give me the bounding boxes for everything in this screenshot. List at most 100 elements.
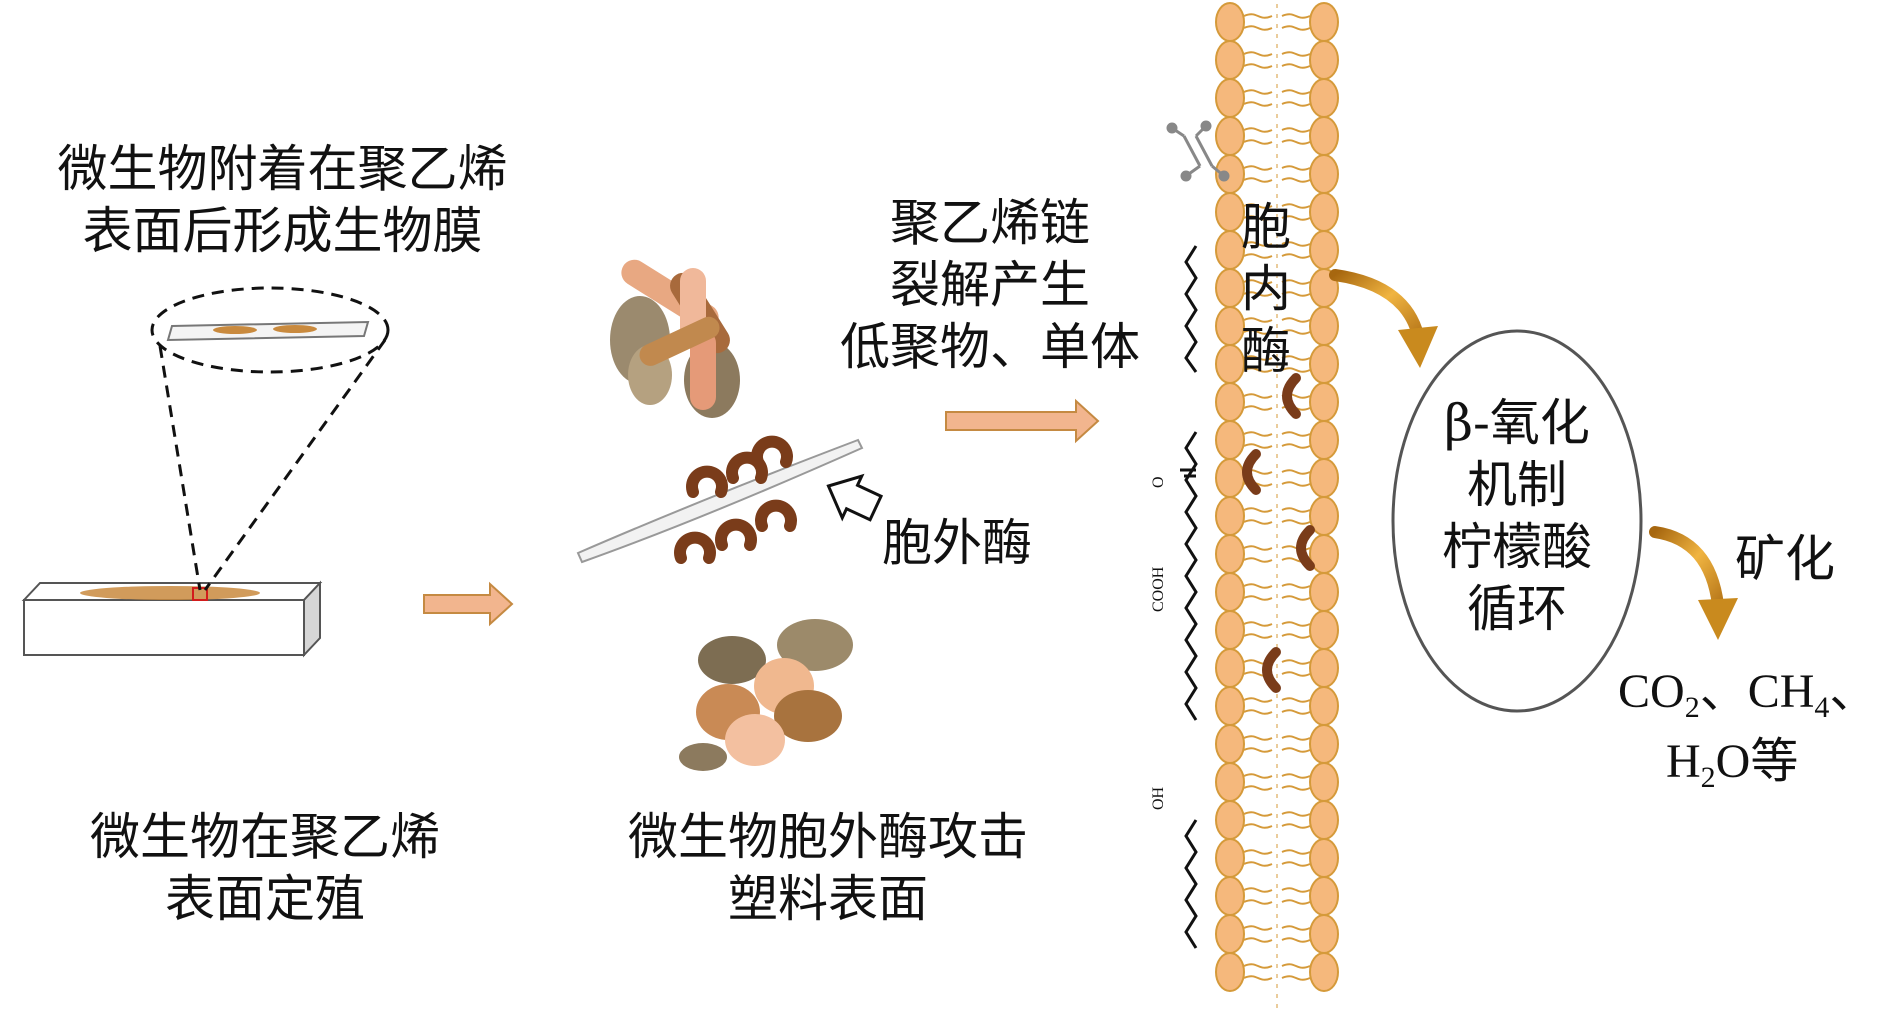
lipid-tail [1243,747,1273,753]
lipid-tail [1281,899,1311,905]
lipid-head [1309,800,1339,840]
lipid-tail [1281,785,1311,791]
lipid-tail [1281,975,1311,981]
lipid-head [1309,724,1339,764]
lipid-head [1309,344,1339,384]
lipid-tail [1281,253,1311,259]
metabolism-line4: 循环 [1467,580,1567,638]
lipid-tail [1281,861,1311,867]
endo-enzyme-char1: 胞 [1241,198,1291,256]
lipid-head [1309,306,1339,346]
lipid-tail [1281,849,1311,855]
lipid-tail [1281,355,1311,361]
lipid-head [1215,724,1245,764]
lipid-tail [1281,89,1311,95]
lipid-tail [1243,355,1273,361]
endo-enzyme-label: 胞 内 酶 [1226,196,1306,382]
lipid-tail [1243,51,1273,57]
lipid-tail [1243,545,1273,551]
lipid-head [1309,458,1339,498]
lipid-head [1309,838,1339,878]
lipid-head [1215,610,1245,650]
lipid-tail [1243,89,1273,95]
lipid-tail [1243,177,1273,183]
lipid-tail [1243,507,1273,513]
lipid-tail [1243,279,1273,285]
lipid-tail [1243,203,1273,209]
lipid-tail [1243,963,1273,969]
lipid-head [1215,40,1245,80]
cell-membrane [1215,2,1339,1008]
cleave-label-line3: 低聚物、单体 [840,318,1140,376]
lipid-tail [1281,595,1311,601]
exo-enzyme-pointer [826,473,884,522]
lipid-tail [1243,937,1273,943]
microbe-cluster-bottom [679,619,853,771]
plastic-fragment [576,438,864,564]
h2o-h-text: H [1666,735,1701,788]
lipid-tail [1281,127,1311,133]
lipid-tail [1243,393,1273,399]
cleave-label-line1: 聚乙烯链 [890,194,1090,252]
lipid-head [1215,762,1245,802]
arrow-to-membrane [945,398,1100,444]
lipid-head [1309,230,1339,270]
lipid-tail [1281,431,1311,437]
lipid-head [1215,534,1245,574]
h2o-rest-text: O等 [1715,735,1799,788]
lipid-tail [1281,177,1311,183]
lipid-head [1215,876,1245,916]
lipid-tail [1281,621,1311,627]
lipid-tail [1281,241,1311,247]
lipid-tail [1243,823,1273,829]
lipid-tail [1281,811,1311,817]
exo-enzymes [674,435,797,564]
lipid-tail [1281,671,1311,677]
lipid-tail [1243,291,1273,297]
lipid-head [1309,648,1339,688]
carboxyl-label: COOH [1150,566,1167,612]
lipid-tail [1243,887,1273,893]
attack-label-line1: 微生物胞外酶攻击 [628,808,1028,866]
metabolism-label: β-氧化 机制 柠檬酸 循环 [1402,392,1632,640]
metabolism-ellipse [1391,329,1643,713]
lipid-tail [1281,925,1311,931]
lipid-tail [1281,823,1311,829]
lipid-tail [1281,25,1311,31]
lipid-tail [1243,139,1273,145]
lipid-tail [1281,735,1311,741]
microbe-cluster-top [610,259,740,418]
lipid-tail [1243,443,1273,449]
plastic-block [21,580,323,658]
products-line1: CO2、CH4、 [1618,660,1877,740]
lipid-head [1215,420,1245,460]
lipid-tail [1281,519,1311,525]
lipid-tail [1281,507,1311,513]
lipid-tail [1281,367,1311,373]
lipid-head [1309,572,1339,612]
ch4-subscript: 4 [1814,691,1830,724]
lipid-tail [1243,241,1273,247]
carbonyl-label: O [1150,476,1167,488]
products-line2: H2O等 [1666,730,1798,810]
lipid-tail [1281,747,1311,753]
exo-enzyme-label: 胞外酶 [882,514,1032,572]
colonize-label: 微生物在聚乙烯 表面定殖 [20,806,510,930]
lipid-head [1309,116,1339,156]
ch4-text: CH [1747,665,1815,718]
lipid-tail [1281,317,1311,323]
lipid-tail [1243,697,1273,703]
lipid-head [1309,382,1339,422]
lipid-tail [1243,811,1273,817]
biofilm-label-line2: 表面后形成生物膜 [82,202,483,260]
metabolism-line1: β-氧化 [1444,394,1590,452]
lipid-tail [1243,431,1273,437]
lipid-tail [1243,405,1273,411]
lipid-tail [1243,253,1273,259]
lipid-tail [1281,583,1311,589]
lipid-tail [1243,13,1273,19]
separator-1: 、 [1699,665,1748,718]
lipid-tail [1281,63,1311,69]
lipid-tail [1243,785,1273,791]
magnified-view [150,286,390,591]
